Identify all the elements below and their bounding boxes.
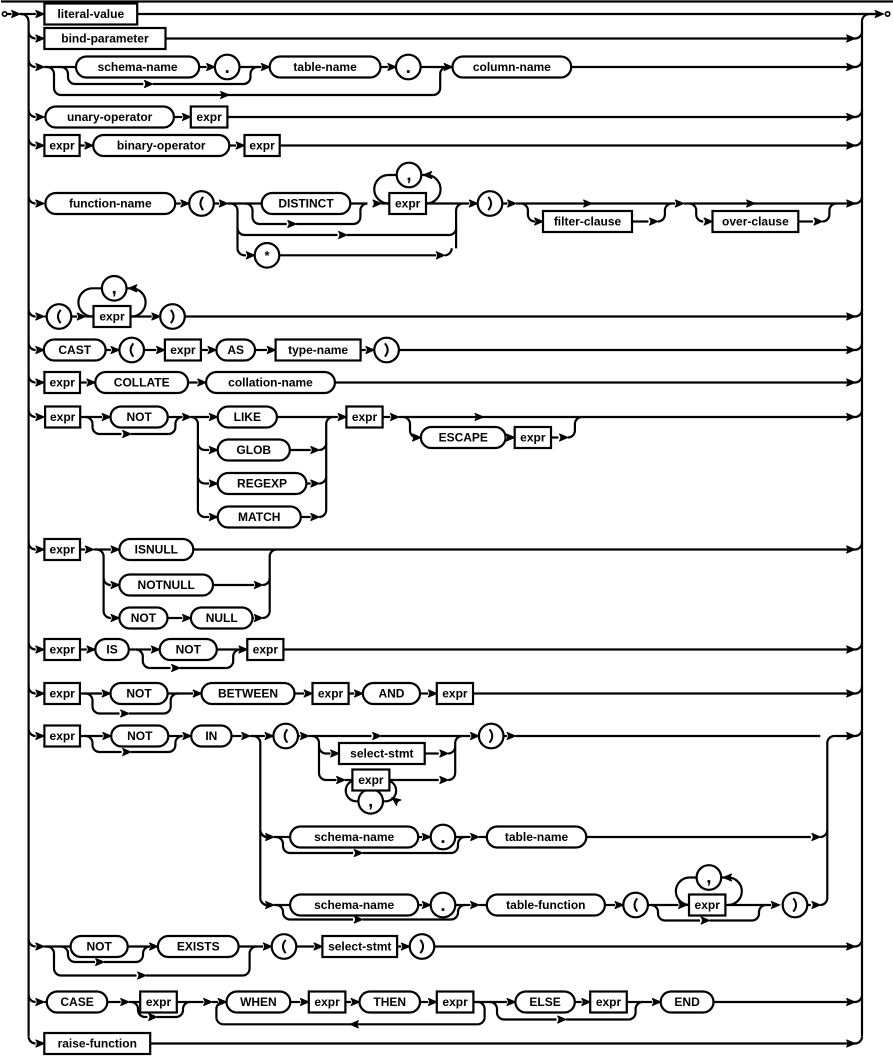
- svg-text:expr: expr: [49, 687, 75, 701]
- svg-text:expr: expr: [146, 995, 172, 1009]
- svg-text:expr: expr: [596, 995, 622, 1009]
- svg-text:NULL: NULL: [206, 611, 238, 625]
- svg-text:expr: expr: [50, 729, 76, 743]
- svg-text:filter-clause: filter-clause: [554, 215, 622, 229]
- svg-text:BETWEEN: BETWEEN: [218, 687, 278, 701]
- svg-text:table-function: table-function: [506, 898, 585, 912]
- svg-text:WHEN: WHEN: [240, 995, 277, 1009]
- svg-text:expr: expr: [196, 110, 222, 124]
- svg-text:NOT: NOT: [176, 643, 202, 657]
- svg-text:schema-name: schema-name: [314, 830, 394, 844]
- svg-text:ESCAPE: ESCAPE: [439, 431, 488, 445]
- svg-text:THEN: THEN: [373, 995, 406, 1009]
- svg-text:bind-parameter: bind-parameter: [61, 32, 149, 46]
- svg-text:expr: expr: [314, 995, 340, 1009]
- svg-text:expr: expr: [358, 773, 384, 787]
- svg-text:schema-name: schema-name: [98, 60, 178, 74]
- svg-text:expr: expr: [50, 410, 76, 424]
- svg-text:REGEXP: REGEXP: [237, 477, 287, 491]
- svg-text:binary-operator: binary-operator: [117, 139, 206, 153]
- svg-text:CASE: CASE: [60, 995, 93, 1009]
- svg-text:CAST: CAST: [58, 343, 91, 357]
- svg-text:expr: expr: [170, 343, 196, 357]
- svg-text:table-name: table-name: [293, 60, 357, 74]
- svg-text:select-stmt: select-stmt: [350, 747, 413, 761]
- svg-text:AND: AND: [378, 687, 404, 701]
- svg-text:expr: expr: [50, 376, 76, 390]
- svg-text:expr: expr: [442, 995, 468, 1009]
- svg-text:collation-name: collation-name: [228, 376, 313, 390]
- svg-text:NOT: NOT: [131, 611, 157, 625]
- svg-text:NOT: NOT: [127, 729, 153, 743]
- svg-text:expr: expr: [249, 139, 275, 153]
- svg-text:LIKE: LIKE: [234, 410, 261, 424]
- svg-text:table-name: table-name: [505, 830, 569, 844]
- svg-text:over-clause: over-clause: [722, 215, 789, 229]
- svg-text:select-stmt: select-stmt: [328, 940, 391, 954]
- svg-text:IS: IS: [106, 643, 117, 657]
- svg-text:GLOB: GLOB: [236, 443, 271, 457]
- svg-text:expr: expr: [395, 197, 421, 211]
- svg-text:ELSE: ELSE: [529, 995, 560, 1009]
- svg-text:expr: expr: [50, 643, 76, 657]
- svg-text:NOT: NOT: [86, 940, 112, 954]
- svg-text:unary-operator: unary-operator: [67, 110, 153, 124]
- svg-text:expr: expr: [99, 310, 125, 324]
- svg-text:expr: expr: [318, 687, 344, 701]
- svg-text:function-name: function-name: [69, 197, 152, 211]
- svg-text:expr: expr: [253, 643, 279, 657]
- svg-text:ISNULL: ISNULL: [135, 543, 178, 557]
- svg-text:expr: expr: [442, 687, 468, 701]
- svg-text:EXISTS: EXISTS: [177, 940, 220, 954]
- svg-text:expr: expr: [50, 543, 76, 557]
- svg-text:END: END: [674, 995, 700, 1009]
- svg-text:column-name: column-name: [473, 60, 551, 74]
- svg-text:expr: expr: [520, 431, 546, 445]
- svg-text:literal-value: literal-value: [57, 7, 124, 21]
- svg-text:MATCH: MATCH: [238, 510, 280, 524]
- svg-text:expr: expr: [352, 410, 378, 424]
- svg-text:NOT: NOT: [126, 410, 152, 424]
- svg-text:DISTINCT: DISTINCT: [278, 197, 334, 211]
- svg-text:*: *: [264, 248, 270, 263]
- svg-text:COLLATE: COLLATE: [114, 376, 170, 390]
- svg-text:expr: expr: [49, 139, 75, 153]
- svg-text:IN: IN: [205, 729, 217, 743]
- svg-text:raise-function: raise-function: [58, 1037, 137, 1051]
- svg-text:type-name: type-name: [288, 343, 348, 357]
- svg-text:NOTNULL: NOTNULL: [138, 578, 195, 592]
- svg-text:NOT: NOT: [126, 687, 152, 701]
- svg-text:expr: expr: [695, 898, 721, 912]
- svg-text:schema-name: schema-name: [314, 898, 394, 912]
- svg-text:AS: AS: [227, 343, 244, 357]
